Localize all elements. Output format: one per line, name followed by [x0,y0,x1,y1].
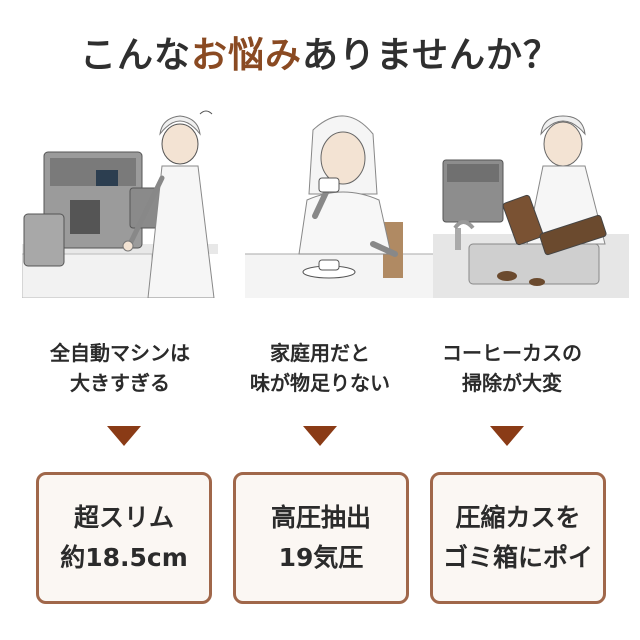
solution-line: 約18.5cm [60,543,188,572]
caption-line: 大きすぎる [70,371,170,395]
solution-line: ゴミ箱にポイ [442,543,593,572]
problem-caption-size: 全自動マシンは 大きすぎる [22,338,218,398]
caption-line: 家庭用だと [270,341,370,365]
down-arrow-icon [490,426,524,446]
headline: こんなお悩みありませんか？ [0,26,640,78]
solution-line: 圧縮カスを [455,503,581,532]
solution-line: 超スリム [73,503,174,532]
problem-caption-taste: 家庭用だと 味が物足りない [222,338,418,398]
caption-line: コーヒーカスの [442,341,582,365]
solution-box-pressure: 高圧抽出 19気圧 [233,472,409,604]
solution-line: 高圧抽出 [270,503,371,532]
down-arrow-icon [303,426,337,446]
problem-caption-cleaning: コーヒーカスの 掃除が大変 [414,338,610,398]
caption-line: 味が物足りない [250,371,390,395]
down-arrow-icon [107,426,141,446]
woman-large-espresso-machine-illustration [22,104,218,298]
woman-cleaning-coffee-grounds-illustration [433,104,629,298]
headline-before: こんな [80,35,192,76]
caption-line: 掃除が大変 [462,371,562,395]
woman-tasting-coffee-illustration [245,104,441,298]
solution-line: 19気圧 [278,543,364,572]
headline-accent: お悩み [191,35,303,76]
caption-line: 全自動マシンは [50,341,190,365]
headline-after: ありませんか？ [302,35,560,76]
solution-box-grounds: 圧縮カスを ゴミ箱にポイ [430,472,606,604]
solution-box-slim: 超スリム 約18.5cm [36,472,212,604]
